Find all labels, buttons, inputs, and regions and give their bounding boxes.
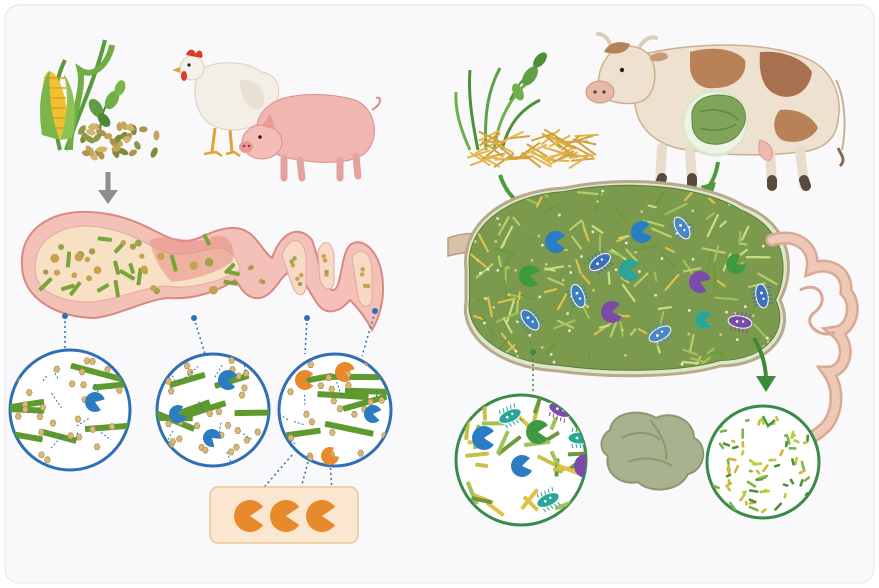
zoom-circle-digested-fiber — [707, 406, 819, 518]
rumen-inset-icon — [683, 91, 747, 155]
rumen-chamber — [460, 179, 800, 380]
enzyme-supplement-box — [210, 487, 358, 543]
